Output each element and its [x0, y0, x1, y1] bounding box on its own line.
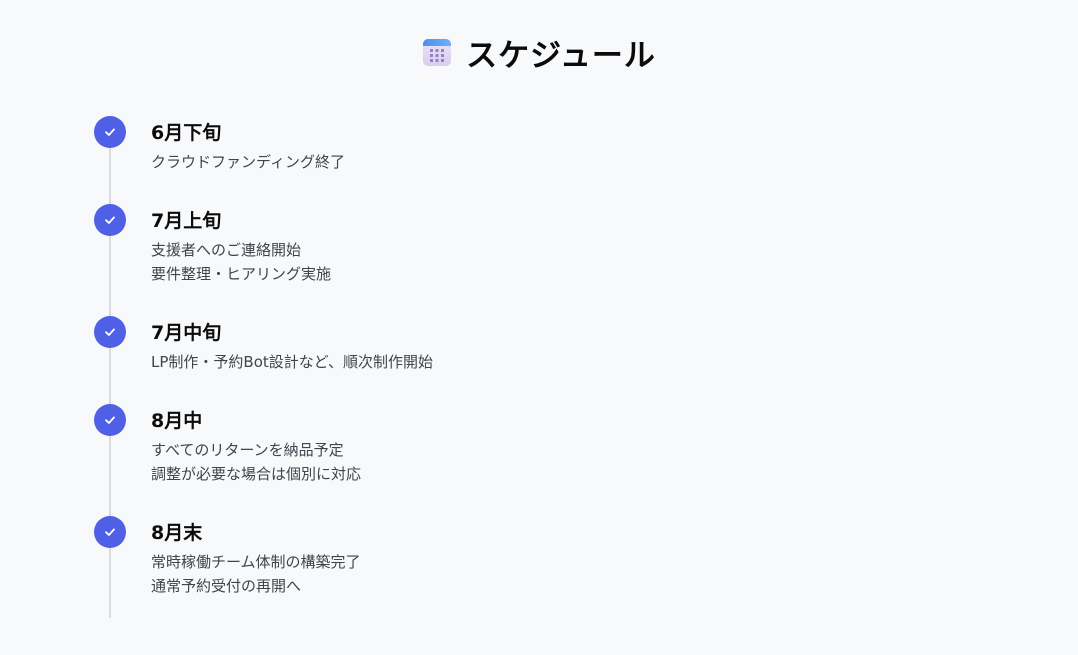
check-icon [94, 316, 126, 348]
description-line: 通常予約受付の再開へ [151, 577, 302, 595]
timeline-item-description: 支援者へのご連絡開始 要件整理・ヒアリング実施 [151, 238, 331, 286]
timeline-item-title: 7月中旬 [151, 322, 222, 344]
schedule-header: スケジュール [0, 30, 1078, 74]
calendar-icon [422, 37, 452, 67]
timeline-item-description: LP制作・予約Bot設計など、順次制作開始 [151, 350, 433, 374]
description-line: LP制作・予約Bot設計など、順次制作開始 [151, 353, 434, 371]
timeline-item-title: 7月上旬 [151, 210, 222, 232]
timeline-item-title: 6月下旬 [151, 122, 222, 144]
description-line: 調整が必要な場合は個別に対応 [151, 465, 362, 483]
check-icon [94, 404, 126, 436]
description-line: すべてのリターンを納品予定 [151, 441, 344, 459]
check-icon [94, 204, 126, 236]
description-line: クラウドファンディング終了 [151, 153, 345, 171]
timeline-item-description: クラウドファンディング終了 [151, 150, 345, 174]
schedule-timeline: 6月下旬 クラウドファンディング終了 7月上旬 支援者へのご連絡開始 要件整理・… [0, 112, 1078, 620]
check-icon [94, 516, 126, 548]
timeline-item-title: 8月末 [151, 522, 203, 544]
page-title: スケジュール [466, 37, 656, 74]
timeline-rail [109, 124, 111, 618]
check-icon [94, 116, 126, 148]
timeline-item-description: すべてのリターンを納品予定 調整が必要な場合は個別に対応 [151, 438, 361, 486]
description-line: 要件整理・ヒアリング実施 [151, 265, 332, 283]
description-line: 支援者へのご連絡開始 [151, 241, 302, 259]
timeline-item-title: 8月中 [151, 410, 203, 432]
description-line: 常時稼働チーム体制の構築完了 [151, 553, 361, 571]
timeline-item-description: 常時稼働チーム体制の構築完了 通常予約受付の再開へ [151, 550, 361, 598]
